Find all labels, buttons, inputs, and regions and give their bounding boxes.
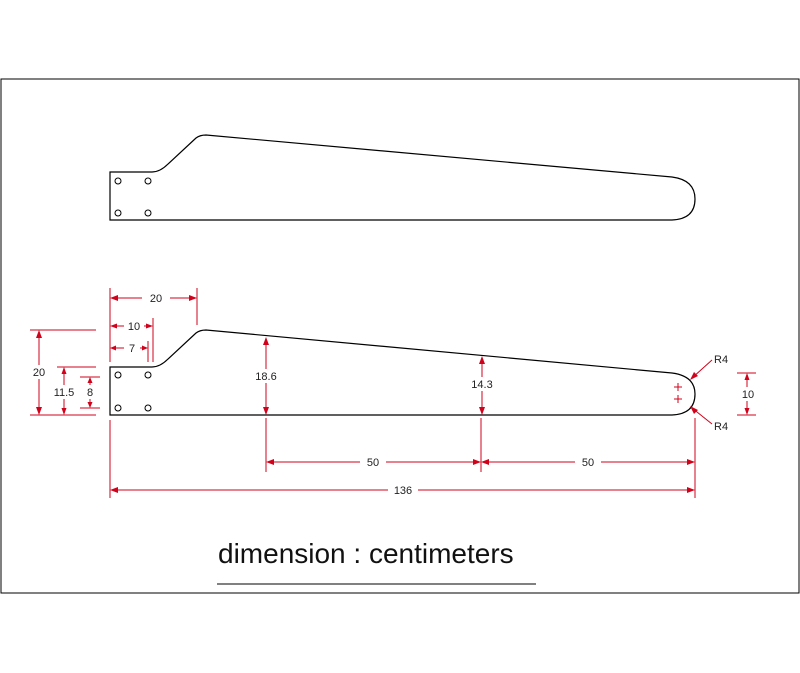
dim-chord-14-3: 14.3: [468, 356, 496, 415]
tip-center-marks: [674, 383, 682, 403]
dim-label: 14.3: [471, 379, 492, 391]
mounting-hole: [144, 404, 152, 412]
dim-label: 50: [582, 457, 594, 469]
mounting-hole: [114, 404, 122, 412]
blade-outline-top: [109, 134, 696, 221]
blade-outline-dimensioned: [109, 329, 696, 416]
mounting-hole: [114, 209, 122, 217]
mounting-hole: [144, 371, 152, 379]
dim-label: 10: [742, 389, 754, 401]
dim-label: 11.5: [54, 387, 75, 399]
drawing-frame: [0, 78, 800, 594]
dim-root-height-8: 8: [80, 376, 100, 409]
dim-extension-lines: [109, 418, 696, 498]
mounting-hole: [144, 177, 152, 185]
dim-segment-50-a: 50: [266, 455, 481, 469]
dim-root-height-11-5: 11.5: [50, 366, 96, 415]
dim-chord-18-6: 18.6: [252, 337, 280, 415]
dim-label: 20: [150, 293, 162, 305]
dim-label: 18.6: [255, 371, 276, 383]
units-caption: dimension : centimeters: [218, 538, 514, 569]
dim-label: 20: [33, 367, 45, 379]
dim-root-height-20: 20: [28, 329, 96, 416]
dim-label: 10: [128, 321, 140, 333]
mounting-hole: [144, 209, 152, 217]
dim-label: 7: [129, 343, 135, 355]
dim-segment-50-b: 50: [481, 455, 695, 469]
dim-label: 136: [394, 485, 412, 497]
dim-tip-height-10: 10: [737, 372, 758, 416]
mounting-hole: [114, 371, 122, 379]
dim-label: 50: [367, 457, 379, 469]
dim-root-width-10: 10: [110, 318, 154, 362]
dim-label: R4: [714, 421, 728, 433]
dim-tip-radius-top: R4: [690, 354, 728, 380]
dim-tip-radius-bottom: R4: [690, 406, 728, 433]
dim-label: R4: [714, 354, 728, 366]
dim-label: 8: [87, 387, 93, 399]
dim-root-width-7: 7: [110, 341, 149, 362]
mounting-hole: [114, 177, 122, 185]
dim-root-width-20: 20: [109, 288, 198, 362]
dim-overall-length: 136: [110, 483, 695, 497]
